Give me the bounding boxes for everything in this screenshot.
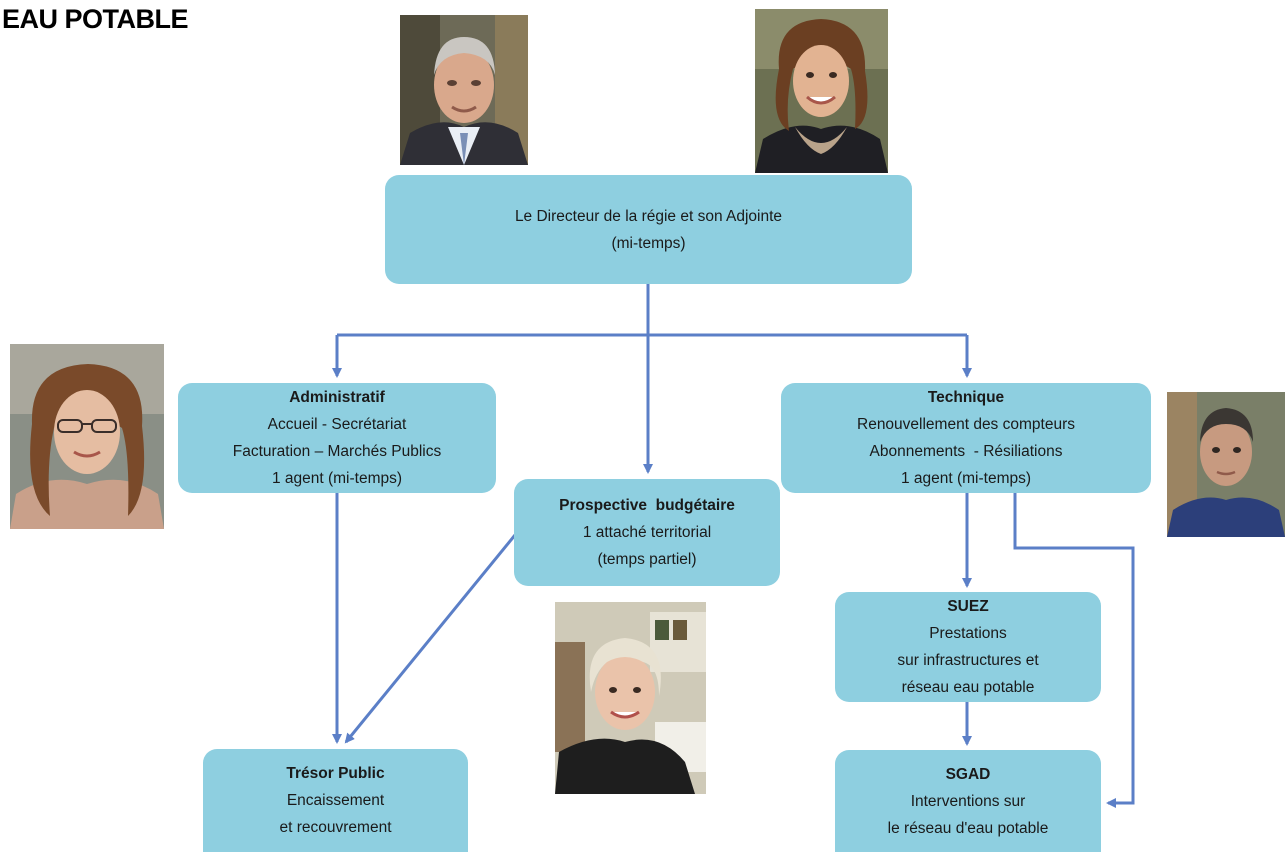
- direction-box: Le Directeur de la régie et son Adjointe…: [385, 175, 912, 284]
- prospective-title: Prospective budgétaire: [559, 497, 735, 514]
- arrow-prospective-to-tresor: [344, 534, 517, 744]
- technique-title: Technique: [927, 389, 1005, 406]
- suez-line1: Prestations: [929, 625, 1007, 642]
- technique-line2: Abonnements - Résiliations: [869, 443, 1063, 460]
- adjointe-photo: [755, 9, 888, 173]
- administratif-line1: Accueil - Secrétariat: [267, 416, 407, 433]
- direction-line1: Le Directeur de la régie et son Adjointe: [514, 207, 783, 225]
- director-photo: [400, 15, 528, 165]
- tresor-line2: et recouvrement: [279, 819, 392, 836]
- suez-line3: réseau eau potable: [901, 679, 1035, 696]
- page-title: EAU POTABLE: [2, 4, 189, 34]
- technique-agent-photo: [1167, 392, 1285, 537]
- technique-line3: 1 agent (mi-temps): [900, 470, 1032, 487]
- tresor-box: Trésor Public Encaissement et recouvreme…: [203, 749, 468, 852]
- tresor-title: Trésor Public: [286, 765, 385, 782]
- administratif-line3: 1 agent (mi-temps): [271, 470, 403, 487]
- administratif-line2: Facturation – Marchés Publics: [232, 443, 442, 460]
- direction-line2: (mi-temps): [611, 234, 686, 252]
- prospective-line1: 1 attaché territorial: [582, 524, 712, 541]
- tresor-line1: Encaissement: [286, 792, 385, 809]
- sgad-line1: Interventions sur: [910, 792, 1026, 810]
- arrow-technique-to-sgad: [1013, 493, 1135, 808]
- sgad-title: SGAD: [945, 765, 991, 783]
- administratif-agent-photo: [10, 344, 164, 529]
- prospective-line2: (temps partiel): [597, 551, 697, 568]
- technique-box: Technique Renouvellement des compteurs A…: [781, 383, 1151, 493]
- administratif-title: Administratif: [289, 389, 385, 406]
- sgad-box: SGAD Interventions sur le réseau d'eau p…: [835, 750, 1101, 852]
- suez-title: SUEZ: [947, 598, 989, 615]
- sgad-line2: le réseau d'eau potable: [887, 819, 1049, 837]
- prospective-attache-photo: [555, 602, 706, 794]
- suez-line2: sur infrastructures et: [897, 652, 1039, 669]
- suez-box: SUEZ Prestations sur infrastructures et …: [835, 592, 1101, 702]
- technique-line1: Renouvellement des compteurs: [857, 416, 1075, 433]
- administratif-box: Administratif Accueil - Secrétariat Fact…: [178, 383, 496, 493]
- prospective-box: Prospective budgétaire 1 attaché territo…: [514, 479, 780, 586]
